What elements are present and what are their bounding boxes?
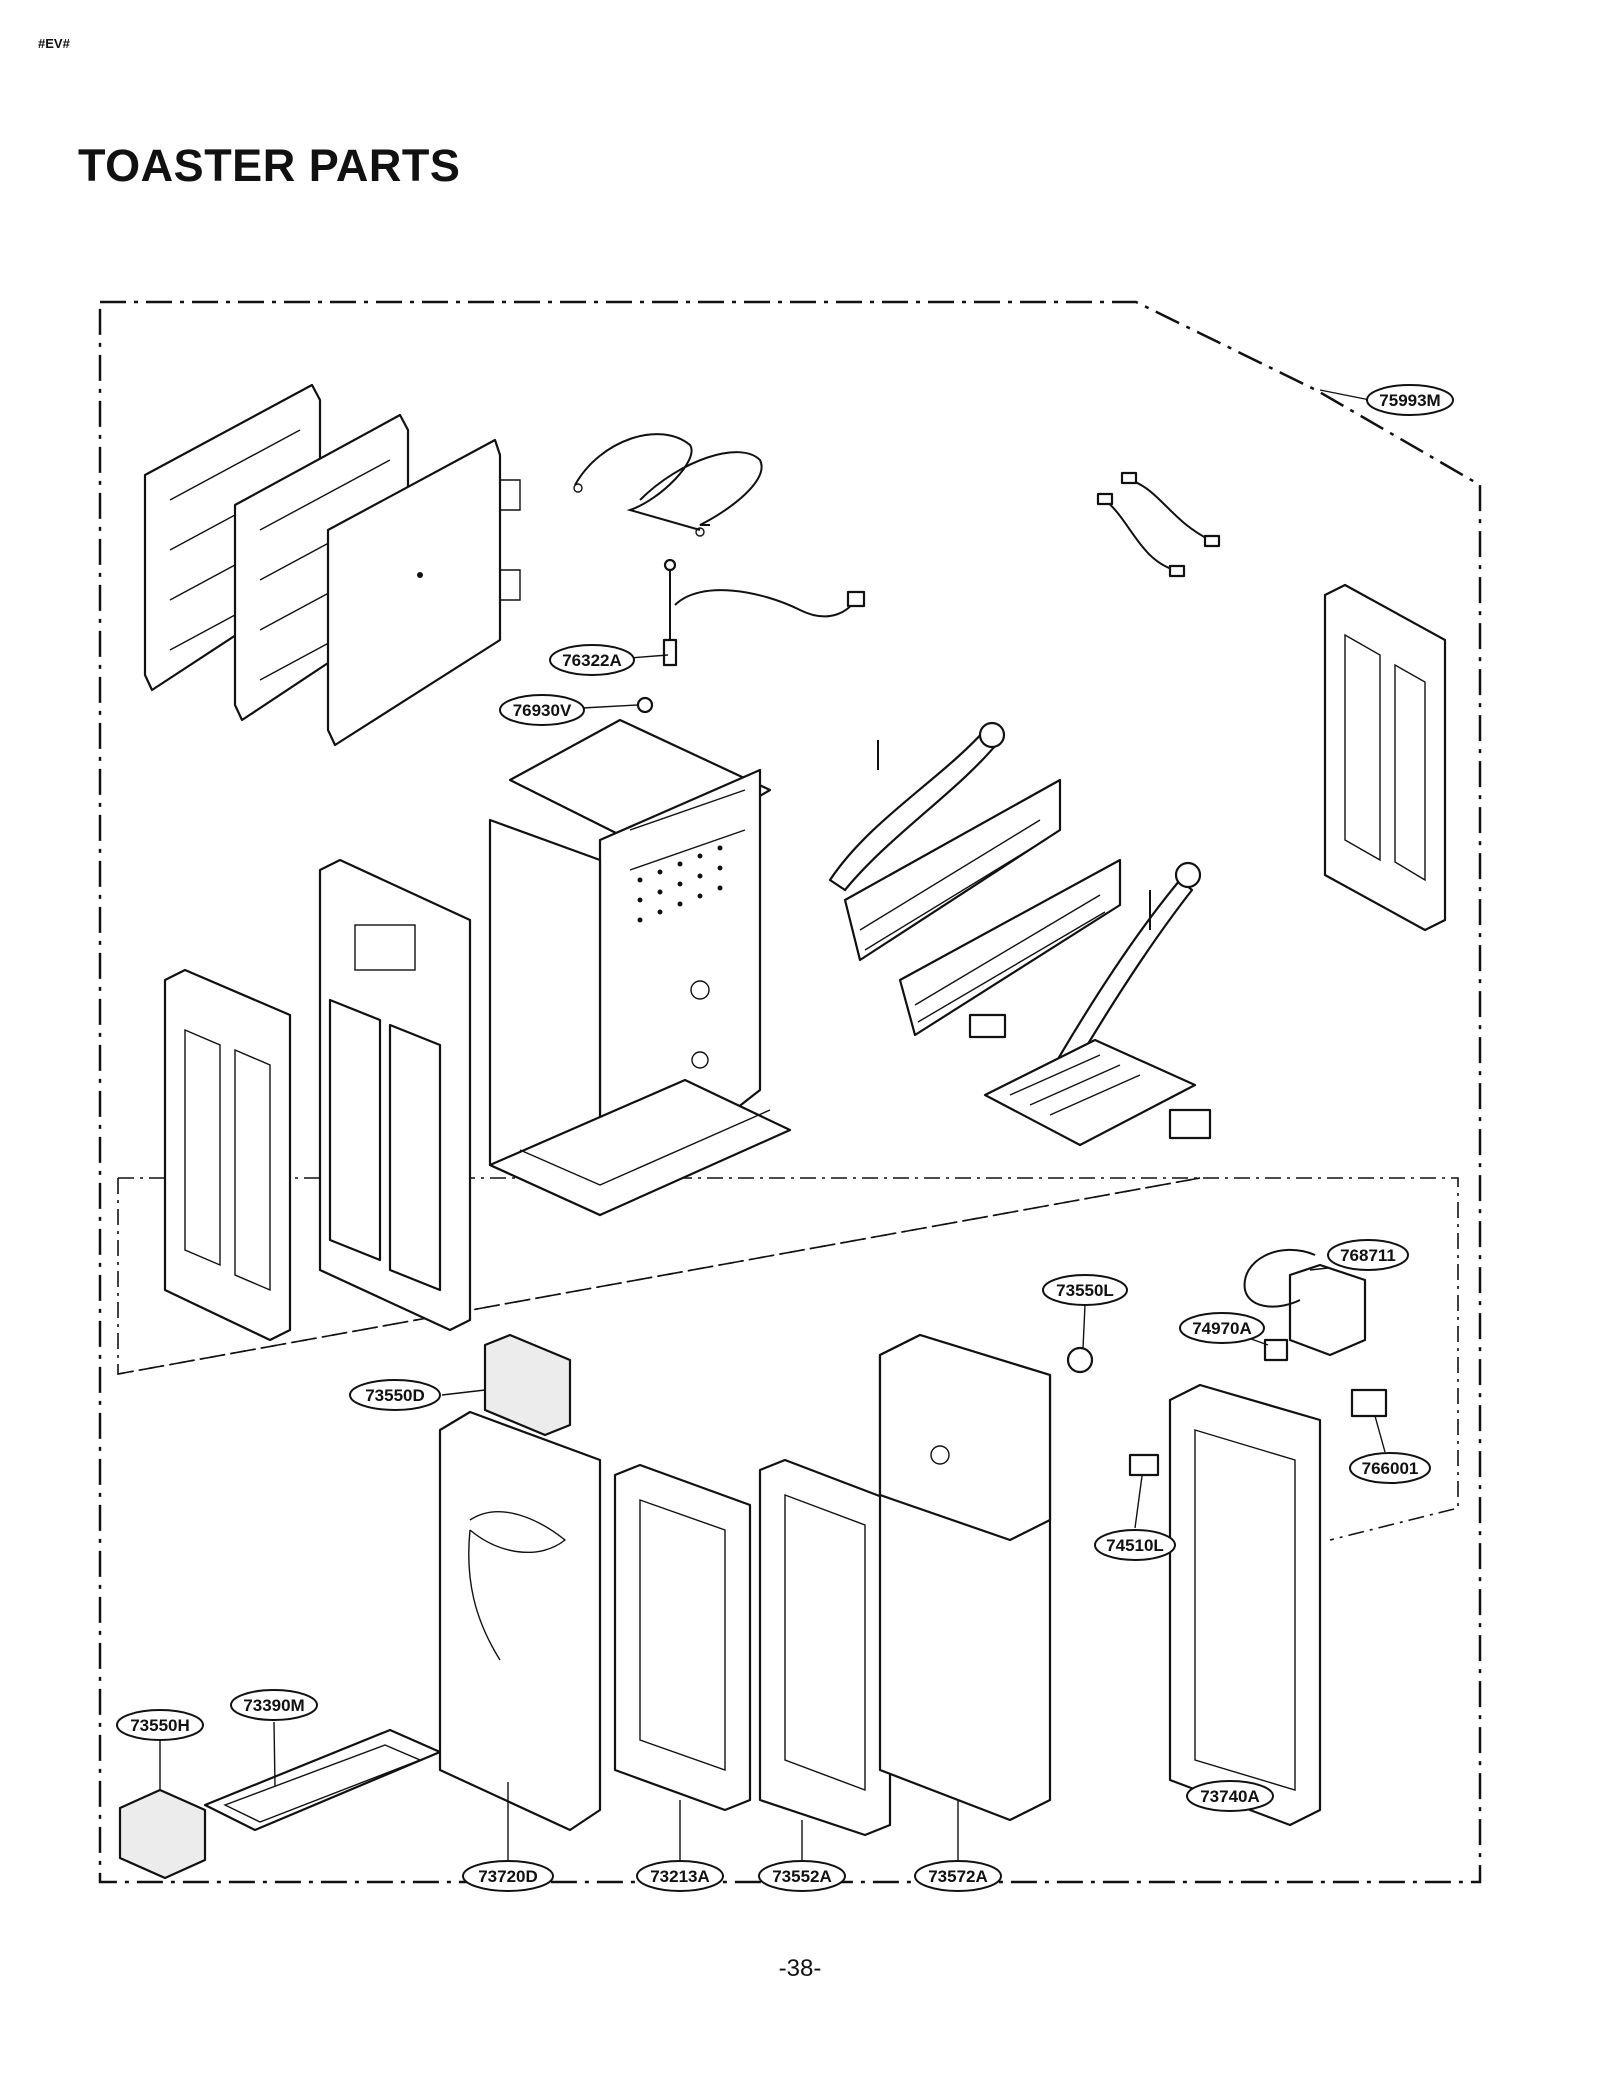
- callout-73213a: 73213A: [636, 1860, 724, 1892]
- pcb-switch-module: [1288, 1263, 1367, 1357]
- callout-75993m: 75993M: [1366, 384, 1454, 416]
- window-frame-inner: [758, 1458, 892, 1837]
- svg-text:76930V: 76930V: [513, 701, 572, 720]
- svg-text:74970A: 74970A: [1192, 1319, 1252, 1338]
- button-cap: [118, 1788, 207, 1880]
- side-panel-front: [163, 968, 292, 1342]
- wire-harness: [1096, 471, 1221, 578]
- svg-text:73720D: 73720D: [478, 1867, 538, 1886]
- callout-76322a: 76322A: [549, 644, 635, 676]
- callout-73720d: 73720D: [462, 1860, 554, 1892]
- bracket-clip: [1128, 1453, 1160, 1477]
- svg-text:73213A: 73213A: [650, 1867, 710, 1886]
- svg-text:74510L: 74510L: [1106, 1536, 1164, 1555]
- micro-switch: [1350, 1388, 1388, 1418]
- callout-73550l: 73550L: [1042, 1274, 1128, 1306]
- window-frame-outer: [613, 1463, 752, 1812]
- svg-text:768711: 768711: [1340, 1246, 1396, 1265]
- bottom-tray: [968, 1013, 1212, 1147]
- svg-text:73552A: 73552A: [772, 1867, 832, 1886]
- callout-73390m: 73390M: [230, 1689, 318, 1721]
- callout-73552a: 73552A: [758, 1860, 846, 1892]
- heater-plate-assembly: [143, 383, 521, 747]
- callout-73550d: 73550D: [349, 1379, 441, 1411]
- callout-74510l: 74510L: [1094, 1529, 1176, 1561]
- main-chassis: [488, 718, 792, 1217]
- lever-knob: [483, 1333, 572, 1437]
- crumb-tray: [203, 1728, 442, 1832]
- carriage-lever-assembly: [828, 721, 1202, 1102]
- front-housing: [438, 1410, 602, 1832]
- page-title: TOASTER PARTS: [78, 140, 461, 191]
- svg-text:73550H: 73550H: [130, 1716, 190, 1735]
- svg-text:73572A: 73572A: [928, 1867, 988, 1886]
- corner-tag: #EV#: [38, 36, 70, 51]
- svg-text:76322A: 76322A: [562, 651, 622, 670]
- svg-text:73550L: 73550L: [1056, 1281, 1114, 1300]
- svg-text:766001: 766001: [1362, 1459, 1419, 1478]
- svg-text:73390M: 73390M: [243, 1696, 304, 1715]
- thermostat-sensor: [662, 558, 866, 667]
- outer-frame: [98, 300, 1482, 1884]
- page-number: -38-: [778, 1955, 822, 1982]
- callout-768711: 768711: [1327, 1239, 1409, 1271]
- right-side-panel: [1323, 583, 1447, 932]
- callout-74970a: 74970A: [1179, 1312, 1265, 1344]
- callout-73740a: 73740A: [1186, 1780, 1274, 1812]
- callout-76930v: 76930V: [499, 694, 585, 726]
- thermal-fuse: [636, 696, 654, 714]
- heater-element-wires: [573, 433, 763, 537]
- leader-lines: [159, 389, 1386, 1860]
- switch-actuator: [1263, 1338, 1289, 1362]
- callout-73550h: 73550H: [116, 1709, 204, 1741]
- rear-frame: [1168, 1383, 1322, 1827]
- svg-text:73740A: 73740A: [1200, 1787, 1260, 1806]
- callout-766001: 766001: [1349, 1452, 1431, 1484]
- svg-text:73550D: 73550D: [365, 1386, 425, 1405]
- svg-text:75993M: 75993M: [1379, 391, 1440, 410]
- side-panel-rear: [318, 858, 472, 1332]
- callout-73572a: 73572A: [914, 1860, 1002, 1892]
- knob-shaft: [1066, 1346, 1094, 1374]
